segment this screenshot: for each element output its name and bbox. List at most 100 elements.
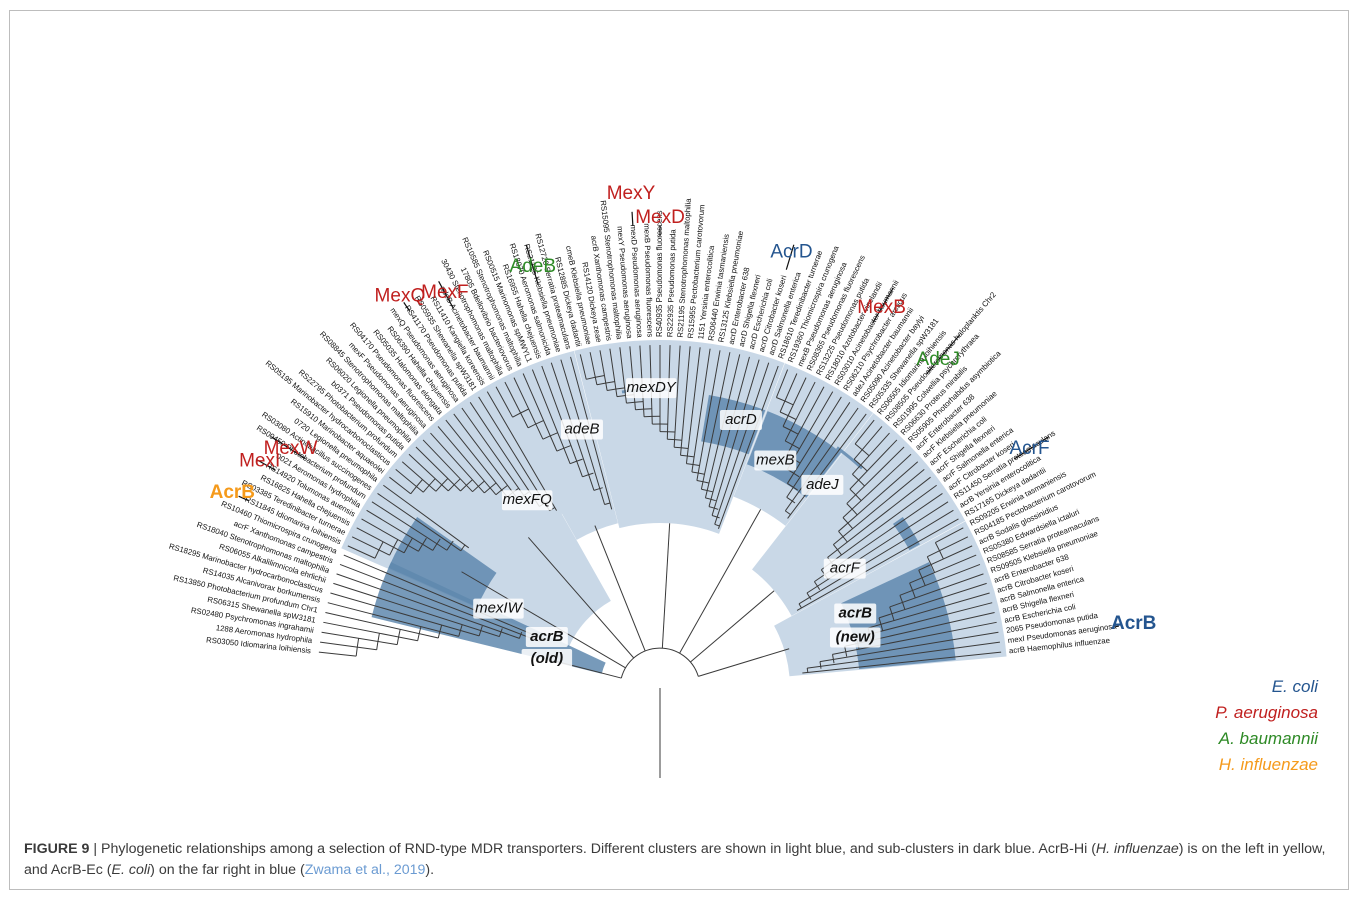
branch-segment [333,582,500,638]
branch-segment [867,592,990,629]
cluster-label-bg [473,598,524,619]
branch-segment [336,573,520,639]
protein-leader-line [1014,436,1050,460]
protein-leader-line [270,436,306,460]
protein-leader-line [238,495,249,502]
branch-segment [679,509,762,654]
branch-arc [776,397,794,406]
protein-label: AcrB [1111,613,1156,634]
branch-segment [661,523,671,649]
branch-arc [396,629,401,645]
subcluster-region [836,446,864,470]
protein-label: MexD [635,207,685,228]
branch-segment [807,641,1000,669]
branch-segment [849,439,898,490]
branch-segment [708,356,750,507]
cluster-label: adeB [564,420,599,437]
branch-arc [542,432,558,440]
caption-citation-link[interactable]: Zwama et al., 2019 [304,862,426,878]
branch-segment [819,631,999,663]
branch-segment [796,518,959,611]
branch-segment [579,354,587,380]
branch-segment [690,590,775,663]
branch-segment [798,509,954,605]
branch-segment [589,352,598,385]
branch-segment [318,651,357,657]
protein-leader-line [785,244,795,270]
branch-segment [853,426,883,460]
cluster-labels: mexDYacrDmexBadeBmexFQadeJacrFacrB(new)m… [473,378,881,670]
branch-segment [918,545,973,571]
branch-segment [899,563,981,596]
protein-label: AcrB [210,482,255,503]
branch-segment [383,484,470,549]
branch-arc [432,538,441,551]
branch-segment [430,432,485,494]
branch-segment [832,621,997,655]
branch-arc [849,488,862,501]
branch-arc [410,479,423,495]
branch-segment [784,407,859,512]
branch-segment [330,592,480,637]
legend-entry: H. influenzae [1219,755,1318,774]
protein-label: AcrD [770,241,812,262]
branch-arc [806,668,809,673]
branch-arc [447,478,461,492]
legend-entry: A. baumannii [1218,729,1319,748]
protein-leader-line [525,244,539,285]
branch-arc [435,478,449,492]
branch-segment [717,365,779,529]
branch-segment [854,419,875,445]
leaf-label: RS40935 Pseudomonas fluorescens [655,210,664,337]
branch-segment [594,525,646,652]
branch-arc [484,482,497,494]
leaf-label: RS22935 Pseudomonas putida [665,229,677,338]
caption-segment: Phylogenetic relationships among a selec… [101,841,1096,857]
branch-segment [504,381,529,429]
branch-arc [478,625,483,637]
branch-segment [401,461,437,492]
branch-segment [327,602,459,637]
branch-segment [782,377,807,427]
protein-leader-line [403,302,411,312]
branch-arc [569,458,583,465]
branch-arc [686,463,700,466]
cluster-label-bg [521,649,573,670]
cluster-label-bg [501,490,553,511]
branch-arc [853,458,868,472]
branch-segment [889,573,984,608]
cluster-region [752,413,966,616]
caption-segment: ) on the far right in blue ( [150,862,305,878]
protein-label: MexB [857,297,906,318]
branch-segment [787,396,842,484]
branch-segment [698,648,790,677]
branch-segment [878,582,987,619]
protein-label: MexI [239,450,280,471]
cluster-label: adeJ [806,476,839,493]
branch-segment [351,536,390,556]
cluster-label: mexB [756,452,794,469]
cluster-label-bg [823,558,866,579]
branch-arc [437,625,443,639]
branch-segment [599,350,608,391]
branch-arc [512,408,529,418]
branch-segment [787,413,867,519]
legend-entry: E. coli [1272,677,1320,696]
branch-segment [827,476,931,558]
branch-segment [356,527,405,554]
branch-arc [779,411,797,420]
protein-label: AdeB [510,256,556,277]
cluster-label: acrB [530,628,564,645]
protein-leader-line [872,287,894,324]
branch-segment [415,446,461,492]
branch-arc [701,488,713,493]
branch-segment [802,651,1002,674]
branch-segment [935,527,964,544]
branch-arc [626,401,644,404]
branch-arc [854,443,870,457]
branch-segment [619,347,627,404]
cluster-label-bg [829,627,881,648]
legend-entry: P. aeruginosa [1215,703,1318,722]
